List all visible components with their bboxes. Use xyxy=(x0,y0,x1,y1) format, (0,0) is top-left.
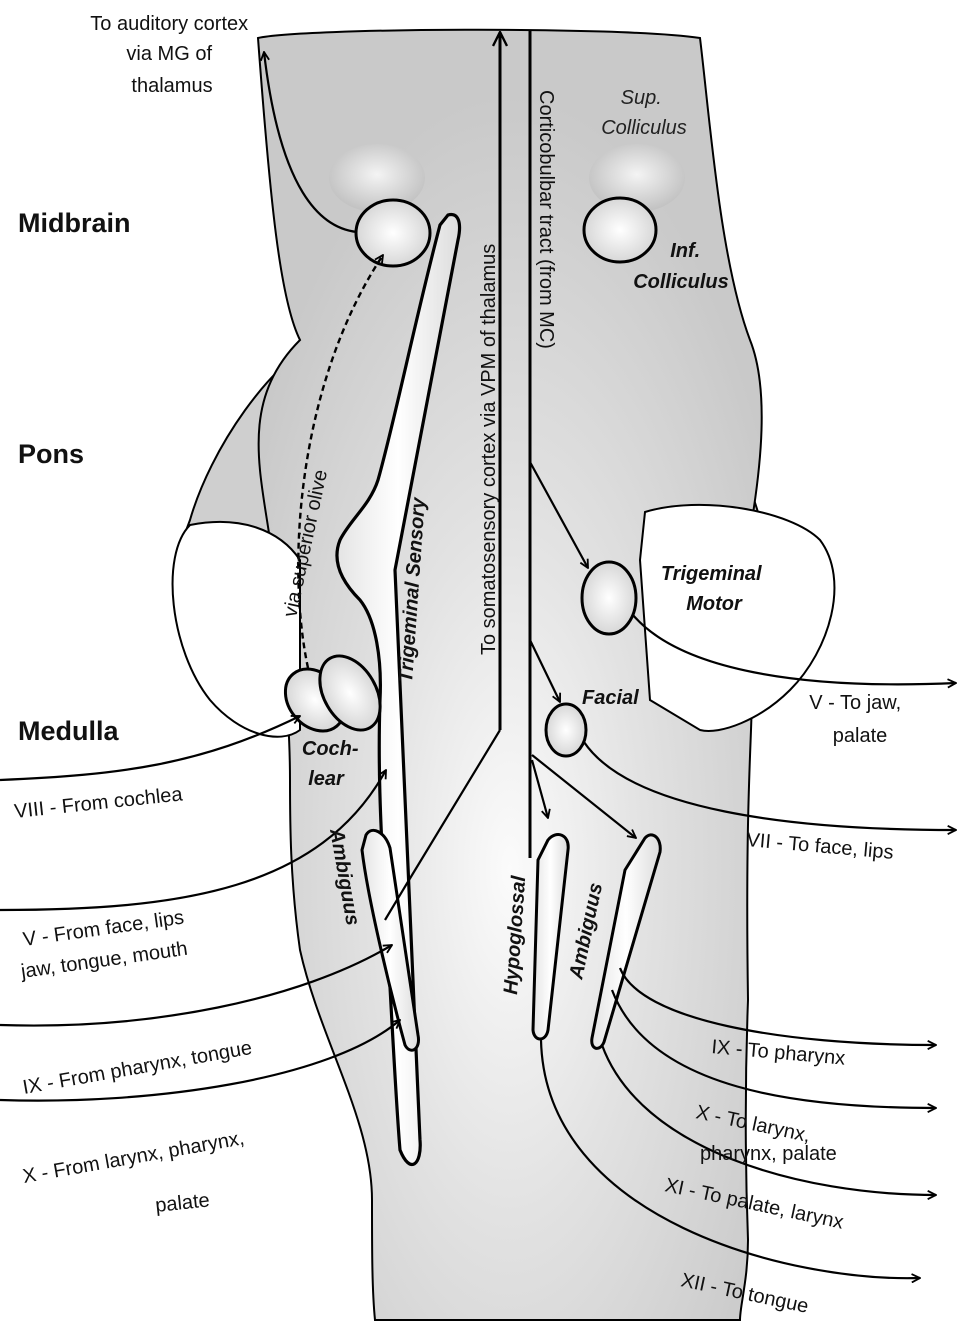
somatosensory-label: To somatosensory cortex via VPM of thala… xyxy=(478,244,500,655)
left-pons-lobe xyxy=(173,522,300,737)
corticobulbar-label: Corticobulbar tract (from MC) xyxy=(535,90,557,349)
trigeminal-motor-line-1: Trigeminal xyxy=(661,563,762,585)
input-x-label-1: X - From larynx, pharynx, xyxy=(21,1127,246,1188)
output-v-line-2: palate xyxy=(833,725,888,747)
trigeminal-motor-line-2: Motor xyxy=(686,593,743,615)
sup-colliculus-line-1: Sup. xyxy=(621,87,662,109)
input-x-label-2: palate xyxy=(154,1189,211,1217)
input-viii-label: VIII - From cochlea xyxy=(13,783,184,823)
facial-nucleus xyxy=(546,704,586,756)
inf-colliculus-line-2: Colliculus xyxy=(633,271,729,293)
output-v-line-1: V - To jaw, xyxy=(809,692,901,714)
facial-label: Facial xyxy=(582,687,639,709)
region-medulla: Medulla xyxy=(18,716,119,746)
inf-colliculus-right xyxy=(584,198,656,262)
auditory-label-line-3: thalamus xyxy=(131,75,212,97)
output-x-label-2: pharynx, palate xyxy=(700,1143,837,1165)
output-v-label: V - To jaw, palate xyxy=(809,692,906,747)
output-vii-label: VII - To face, lips xyxy=(746,829,895,864)
right-pons-lobe xyxy=(640,505,834,731)
region-midbrain: Midbrain xyxy=(18,208,131,238)
inf-colliculus-left xyxy=(356,200,430,266)
trigeminal-motor-nucleus xyxy=(582,562,636,634)
auditory-label-line-1: To auditory cortex xyxy=(90,13,248,35)
region-pons: Pons xyxy=(18,439,84,469)
cochlear-line-2: lear xyxy=(308,768,345,790)
inf-colliculus-line-1: Inf. xyxy=(670,240,700,262)
sup-colliculus-line-2: Colliculus xyxy=(601,117,687,139)
auditory-label-line-2: via MG of xyxy=(126,43,212,65)
cochlear-line-1: Coch- xyxy=(302,738,359,760)
auditory-label: To auditory cortex via MG of thalamus xyxy=(90,13,253,97)
input-ix-label: IX - From pharynx, tongue xyxy=(21,1037,254,1099)
